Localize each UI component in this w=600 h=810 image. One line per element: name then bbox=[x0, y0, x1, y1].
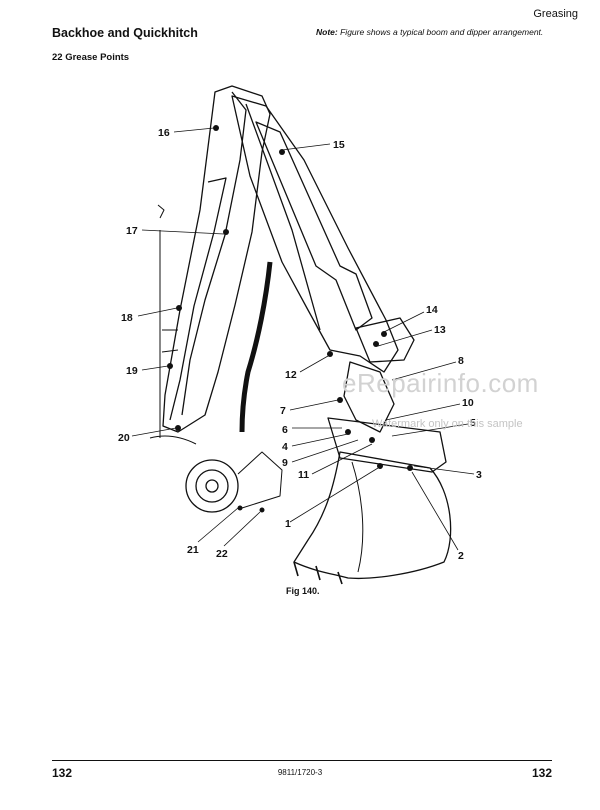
leader-7 bbox=[289, 399, 339, 411]
leader-21 bbox=[197, 507, 239, 543]
dipper-ram bbox=[255, 121, 373, 331]
grease-point bbox=[259, 507, 265, 513]
bucket-teeth bbox=[293, 561, 343, 585]
callout-5: 5 bbox=[470, 417, 476, 429]
slew-arm bbox=[237, 451, 283, 509]
leader-18 bbox=[137, 307, 178, 317]
callout-10: 10 bbox=[462, 397, 474, 409]
grease-point bbox=[279, 149, 285, 155]
grease-nipples bbox=[167, 125, 413, 513]
page-number-left: 132 bbox=[52, 766, 73, 780]
leader-17 bbox=[141, 229, 225, 235]
bucket bbox=[293, 451, 452, 580]
callout-21: 21 bbox=[187, 544, 199, 556]
figure-note: Note: Figure shows a typical boom and di… bbox=[316, 26, 556, 39]
callout-22: 22 bbox=[216, 548, 228, 560]
footer-divider bbox=[52, 760, 552, 761]
boom-curve bbox=[239, 261, 273, 433]
leader-9 bbox=[291, 439, 359, 463]
boom-outline bbox=[162, 85, 271, 433]
callout-17: 17 bbox=[126, 225, 138, 237]
slew-ring-outer bbox=[185, 459, 239, 513]
dipper-tip bbox=[343, 361, 395, 433]
leader-2 bbox=[411, 471, 459, 551]
chassis-detail bbox=[157, 204, 179, 353]
callout-20: 20 bbox=[118, 432, 130, 444]
callout-leaders bbox=[131, 127, 475, 551]
leader-4 bbox=[291, 433, 349, 447]
slew-ring-mid bbox=[195, 469, 229, 503]
leader-11 bbox=[311, 443, 373, 475]
leader-20 bbox=[131, 427, 177, 437]
leader-16 bbox=[173, 127, 215, 133]
page-subtitle: 22 Grease Points bbox=[52, 52, 130, 63]
leader-3 bbox=[413, 465, 475, 475]
callout-2: 2 bbox=[458, 550, 464, 562]
dipper-inner bbox=[245, 103, 321, 331]
callout-3: 3 bbox=[476, 469, 482, 481]
grease-point bbox=[213, 125, 219, 131]
callout-14: 14 bbox=[426, 304, 438, 316]
callout-19: 19 bbox=[126, 365, 138, 377]
callout-1: 1 bbox=[285, 518, 291, 530]
page-number-right: 132 bbox=[531, 766, 552, 780]
grease-point bbox=[373, 341, 379, 347]
grease-point bbox=[377, 463, 383, 469]
callout-12: 12 bbox=[285, 369, 297, 381]
callout-6: 6 bbox=[282, 424, 288, 436]
bucket-inner bbox=[351, 461, 364, 573]
leader-8 bbox=[391, 361, 457, 381]
leader-15 bbox=[281, 143, 331, 151]
leader-5 bbox=[391, 423, 469, 437]
grease-point bbox=[407, 465, 413, 471]
grease-point bbox=[327, 351, 333, 357]
leader-12 bbox=[299, 355, 329, 373]
grease-point bbox=[176, 305, 182, 311]
note-label: Note: bbox=[316, 27, 338, 37]
callout-7: 7 bbox=[280, 405, 286, 417]
figure-caption: Fig 140. bbox=[286, 586, 320, 596]
watermark-subtext: Watermark only on this sample bbox=[372, 418, 523, 430]
leader-1 bbox=[289, 467, 379, 523]
grease-point bbox=[167, 363, 173, 369]
leader-14 bbox=[383, 311, 425, 333]
grease-point bbox=[369, 437, 375, 443]
callout-4: 4 bbox=[282, 441, 288, 453]
tipping-link bbox=[355, 317, 415, 363]
quickhitch bbox=[327, 417, 447, 473]
callout-15: 15 bbox=[333, 139, 345, 151]
note-text: Figure shows a typical boom and dipper a… bbox=[340, 27, 544, 37]
page-title: Backhoe and Quickhitch bbox=[52, 26, 198, 40]
chassis-line bbox=[149, 230, 197, 445]
callout-18: 18 bbox=[121, 312, 133, 324]
leader-13 bbox=[377, 329, 433, 347]
backhoe-drawing bbox=[149, 85, 452, 585]
callout-labels: 16 15 17 18 19 20 14 13 12 8 7 10 6 5 4 … bbox=[118, 127, 482, 562]
leader-10 bbox=[385, 403, 461, 421]
callout-11: 11 bbox=[298, 469, 309, 481]
leader-19 bbox=[141, 365, 169, 371]
slew-ring-inner bbox=[205, 479, 219, 493]
callout-16: 16 bbox=[158, 127, 170, 139]
leader-22 bbox=[223, 511, 261, 547]
dipper-outline bbox=[231, 95, 399, 373]
grease-point bbox=[345, 429, 351, 435]
callout-8: 8 bbox=[458, 355, 464, 367]
grease-point bbox=[175, 425, 181, 431]
grease-point bbox=[223, 229, 229, 235]
callout-9: 9 bbox=[282, 457, 288, 469]
boom-inner-line bbox=[181, 91, 247, 416]
watermark-text: eRepairinfo.com bbox=[342, 368, 539, 398]
grease-point bbox=[381, 331, 387, 337]
section-header: Greasing bbox=[533, 8, 578, 20]
grease-point bbox=[237, 505, 243, 511]
document-number: 9811/1720-3 bbox=[277, 768, 323, 777]
callout-13: 13 bbox=[434, 324, 446, 336]
grease-point bbox=[337, 397, 343, 403]
boom-ram bbox=[169, 177, 227, 421]
